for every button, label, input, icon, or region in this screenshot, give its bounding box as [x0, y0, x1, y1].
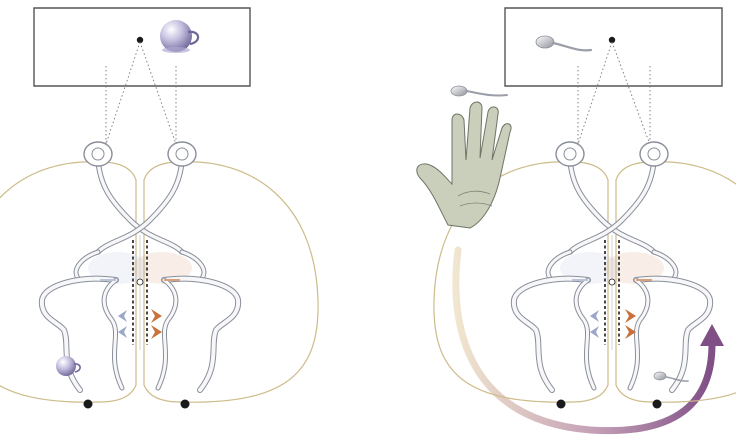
marker-dot: [181, 400, 190, 409]
marker-dot: [84, 400, 93, 409]
right-panel: [417, 8, 736, 431]
hand-icon: [417, 102, 511, 228]
left-panel: [0, 8, 318, 409]
right-arrows: [590, 309, 636, 339]
cup-icon: [56, 356, 80, 376]
spoon-icon: [451, 86, 507, 96]
left-brain-pathways: [0, 142, 318, 402]
marker-dot: [653, 400, 662, 409]
marker-dot: [557, 400, 566, 409]
